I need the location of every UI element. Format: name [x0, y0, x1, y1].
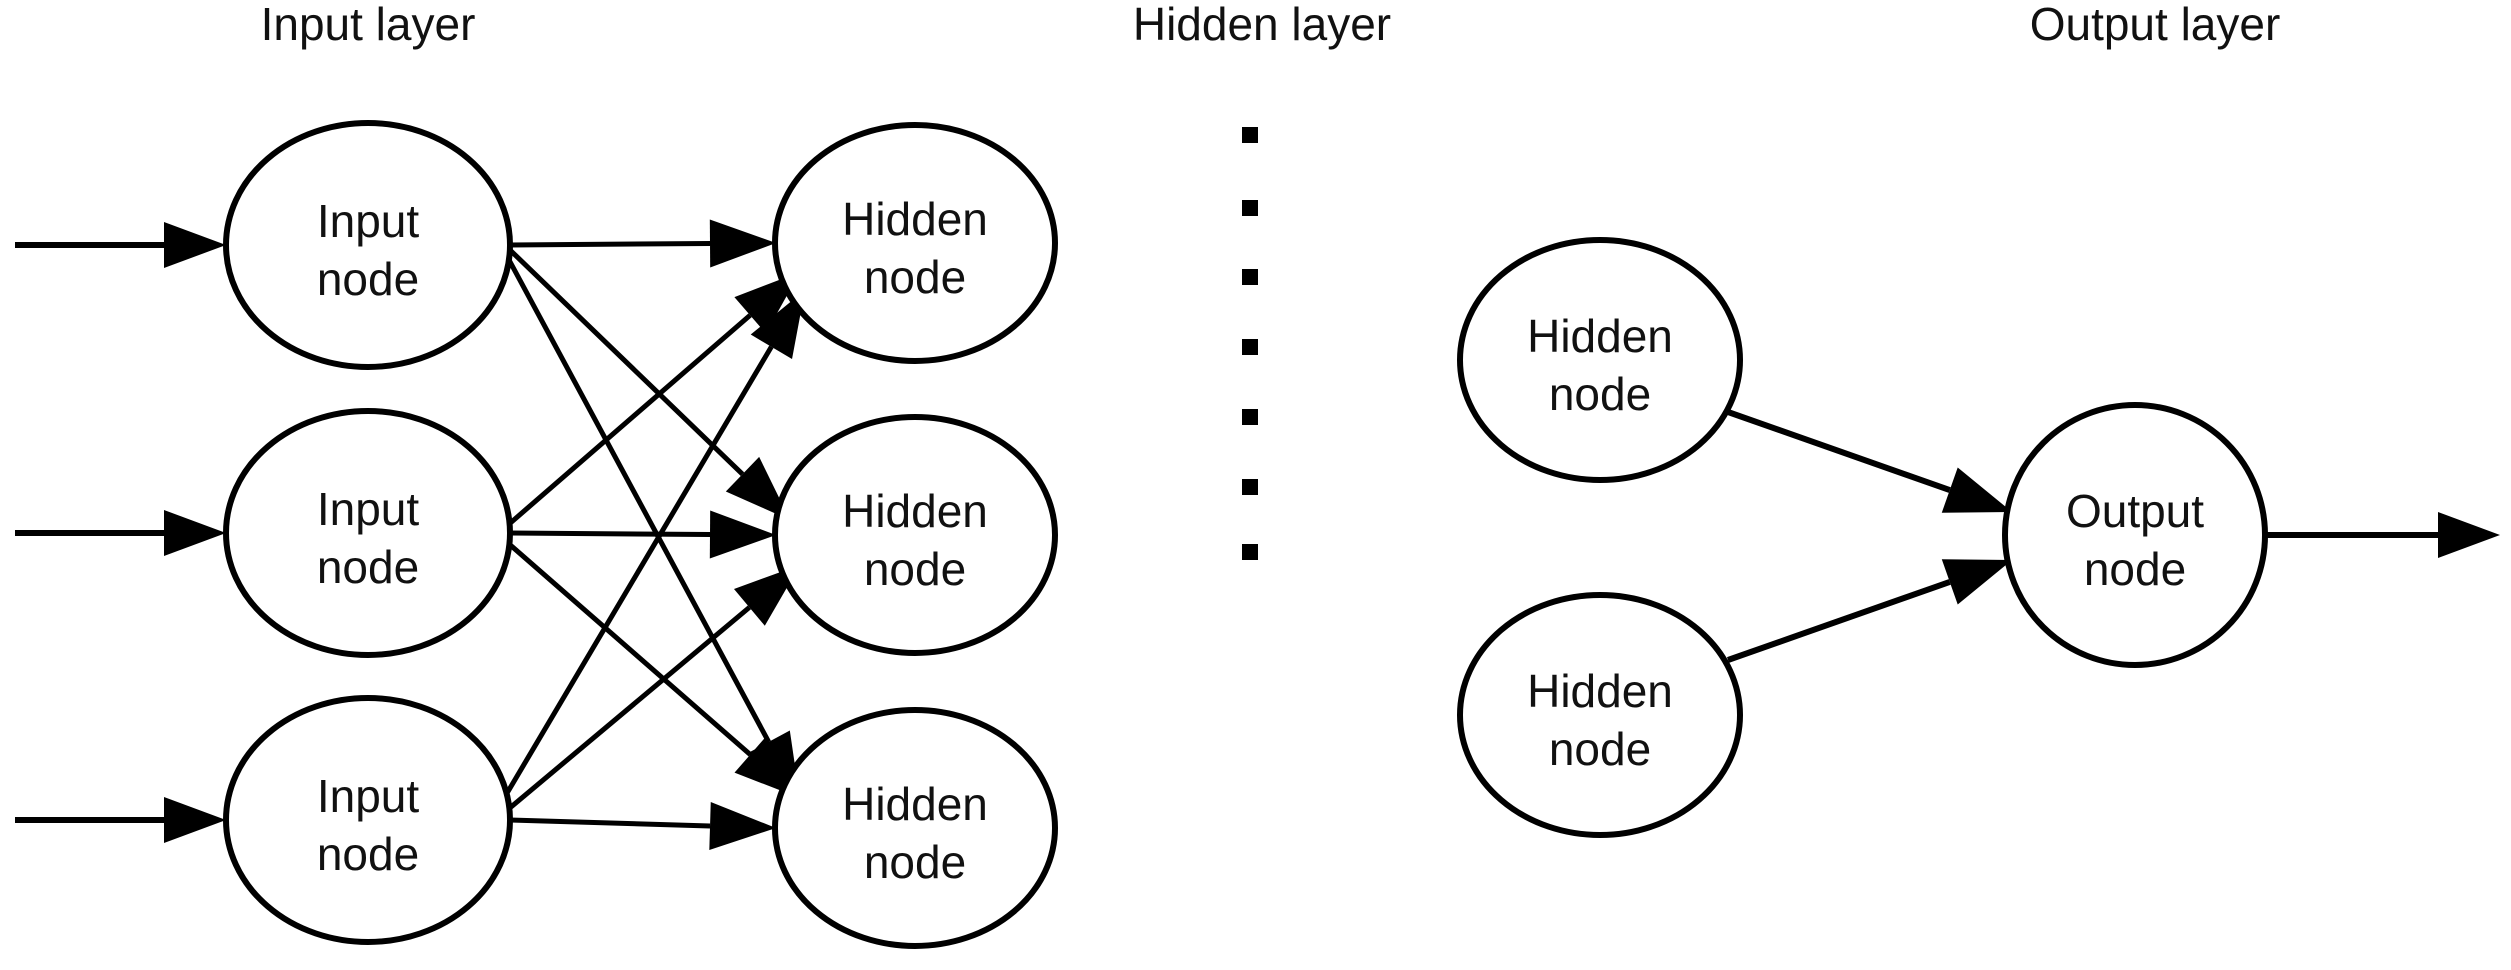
external-output-arrows [2265, 512, 2500, 558]
node-shape [772, 707, 1058, 949]
node-shape [772, 414, 1058, 656]
input-node-1[interactable]: Input node [223, 120, 513, 370]
input-node-3[interactable]: Input node [223, 695, 513, 945]
layer-titles: Input layer Hidden layer Output layer [261, 0, 2281, 50]
arrow-head-icon [1941, 559, 2012, 605]
edge-shaft [509, 817, 711, 829]
node-shape [223, 120, 513, 370]
edge-i3-h1 [497, 290, 805, 807]
edge-shaft [503, 605, 752, 814]
node-shape [772, 122, 1058, 364]
edge-shaft [1727, 579, 1951, 663]
arrow-head-icon [164, 510, 226, 556]
input-to-hidden-edges [497, 219, 805, 851]
node-label-line2: node [1549, 368, 1651, 420]
node-label-line1: Input [317, 770, 420, 822]
node-label-line1: Hidden [842, 778, 988, 830]
arrow-head-icon [750, 290, 805, 360]
arrow-head-icon [709, 510, 776, 559]
edge-i1-h2 [508, 248, 790, 520]
node-label-line2: node [317, 253, 419, 305]
node-label-line2: node [864, 251, 966, 303]
hidden-layer-ellipsis [1242, 127, 1258, 560]
hidden-node-right-group: Hidden node Hidden node [1457, 237, 1743, 838]
edge-shaft [508, 248, 745, 476]
edge-i1-h1 [509, 219, 776, 268]
edge-shaft [506, 313, 752, 527]
hidden-to-output-edges [1727, 409, 2012, 663]
ellipsis-dot [1242, 409, 1258, 425]
edge-shaft [509, 240, 711, 248]
arrow-head-icon [164, 797, 226, 843]
node-label-line1: Hidden [842, 193, 988, 245]
ellipsis-dot [1242, 269, 1258, 285]
external-input-arrow-3 [15, 797, 226, 843]
edge-shaft [505, 256, 771, 744]
arrow-head-icon [725, 456, 790, 520]
hidden-node-1[interactable]: Hidden node [772, 122, 1058, 364]
node-shape [223, 695, 513, 945]
edge-shaft [506, 541, 752, 757]
node-shape [1457, 592, 1743, 838]
arrow-head-icon [709, 802, 776, 851]
edge-i2-h2 [509, 510, 776, 559]
node-label-line2: node [864, 543, 966, 595]
node-label-line1: Output [2066, 485, 2204, 537]
external-input-arrow-2 [15, 510, 226, 556]
edge-h5-o1 [1727, 559, 2012, 663]
node-shape [1457, 237, 1743, 483]
ellipsis-dot [1242, 339, 1258, 355]
layer-title-input: Input layer [261, 0, 476, 50]
arrow-head-icon [164, 222, 226, 268]
node-shape [223, 408, 513, 658]
edge-shaft [1727, 409, 1951, 493]
layer-title-output: Output layer [2030, 0, 2281, 50]
hidden-node-4[interactable]: Hidden node [1457, 237, 1743, 483]
hidden-node-left-group: Hidden node Hidden node Hidden node [772, 122, 1058, 949]
edge-shaft [509, 530, 711, 538]
edge-shaft [497, 345, 774, 807]
ellipsis-dot [1242, 479, 1258, 495]
external-input-arrows [15, 222, 226, 843]
output-node-group: Output node [2002, 402, 2268, 668]
node-label-line2: node [1549, 723, 1651, 775]
node-label-line2: node [317, 541, 419, 593]
node-shape [2002, 402, 2268, 668]
input-node-group: Input node Input node Input node [223, 120, 513, 945]
layer-title-hidden: Hidden layer [1133, 0, 1391, 50]
ellipsis-dot [1242, 544, 1258, 560]
node-label-line1: Hidden [1527, 665, 1673, 717]
edge-i3-h3 [509, 802, 776, 851]
node-label-line1: Hidden [842, 485, 988, 537]
node-label-line2: node [864, 836, 966, 888]
ellipsis-dot [1242, 200, 1258, 216]
input-node-2[interactable]: Input node [223, 408, 513, 658]
hidden-node-5[interactable]: Hidden node [1457, 592, 1743, 838]
arrow-head-icon [2438, 512, 2500, 558]
arrow-head-icon [709, 219, 776, 268]
hidden-node-3[interactable]: Hidden node [772, 707, 1058, 949]
hidden-node-2[interactable]: Hidden node [772, 414, 1058, 656]
output-node-1[interactable]: Output node [2002, 402, 2268, 668]
edge-h4-o1 [1727, 409, 2012, 513]
node-label-line1: Input [317, 195, 420, 247]
node-label-line2: node [2084, 543, 2186, 595]
node-label-line1: Hidden [1527, 310, 1673, 362]
external-output-arrow-1 [2265, 512, 2500, 558]
ellipsis-dot [1242, 127, 1258, 143]
node-label-line1: Input [317, 483, 420, 535]
node-label-line2: node [317, 828, 419, 880]
arrow-head-icon [1941, 467, 2012, 513]
external-input-arrow-1 [15, 222, 226, 268]
